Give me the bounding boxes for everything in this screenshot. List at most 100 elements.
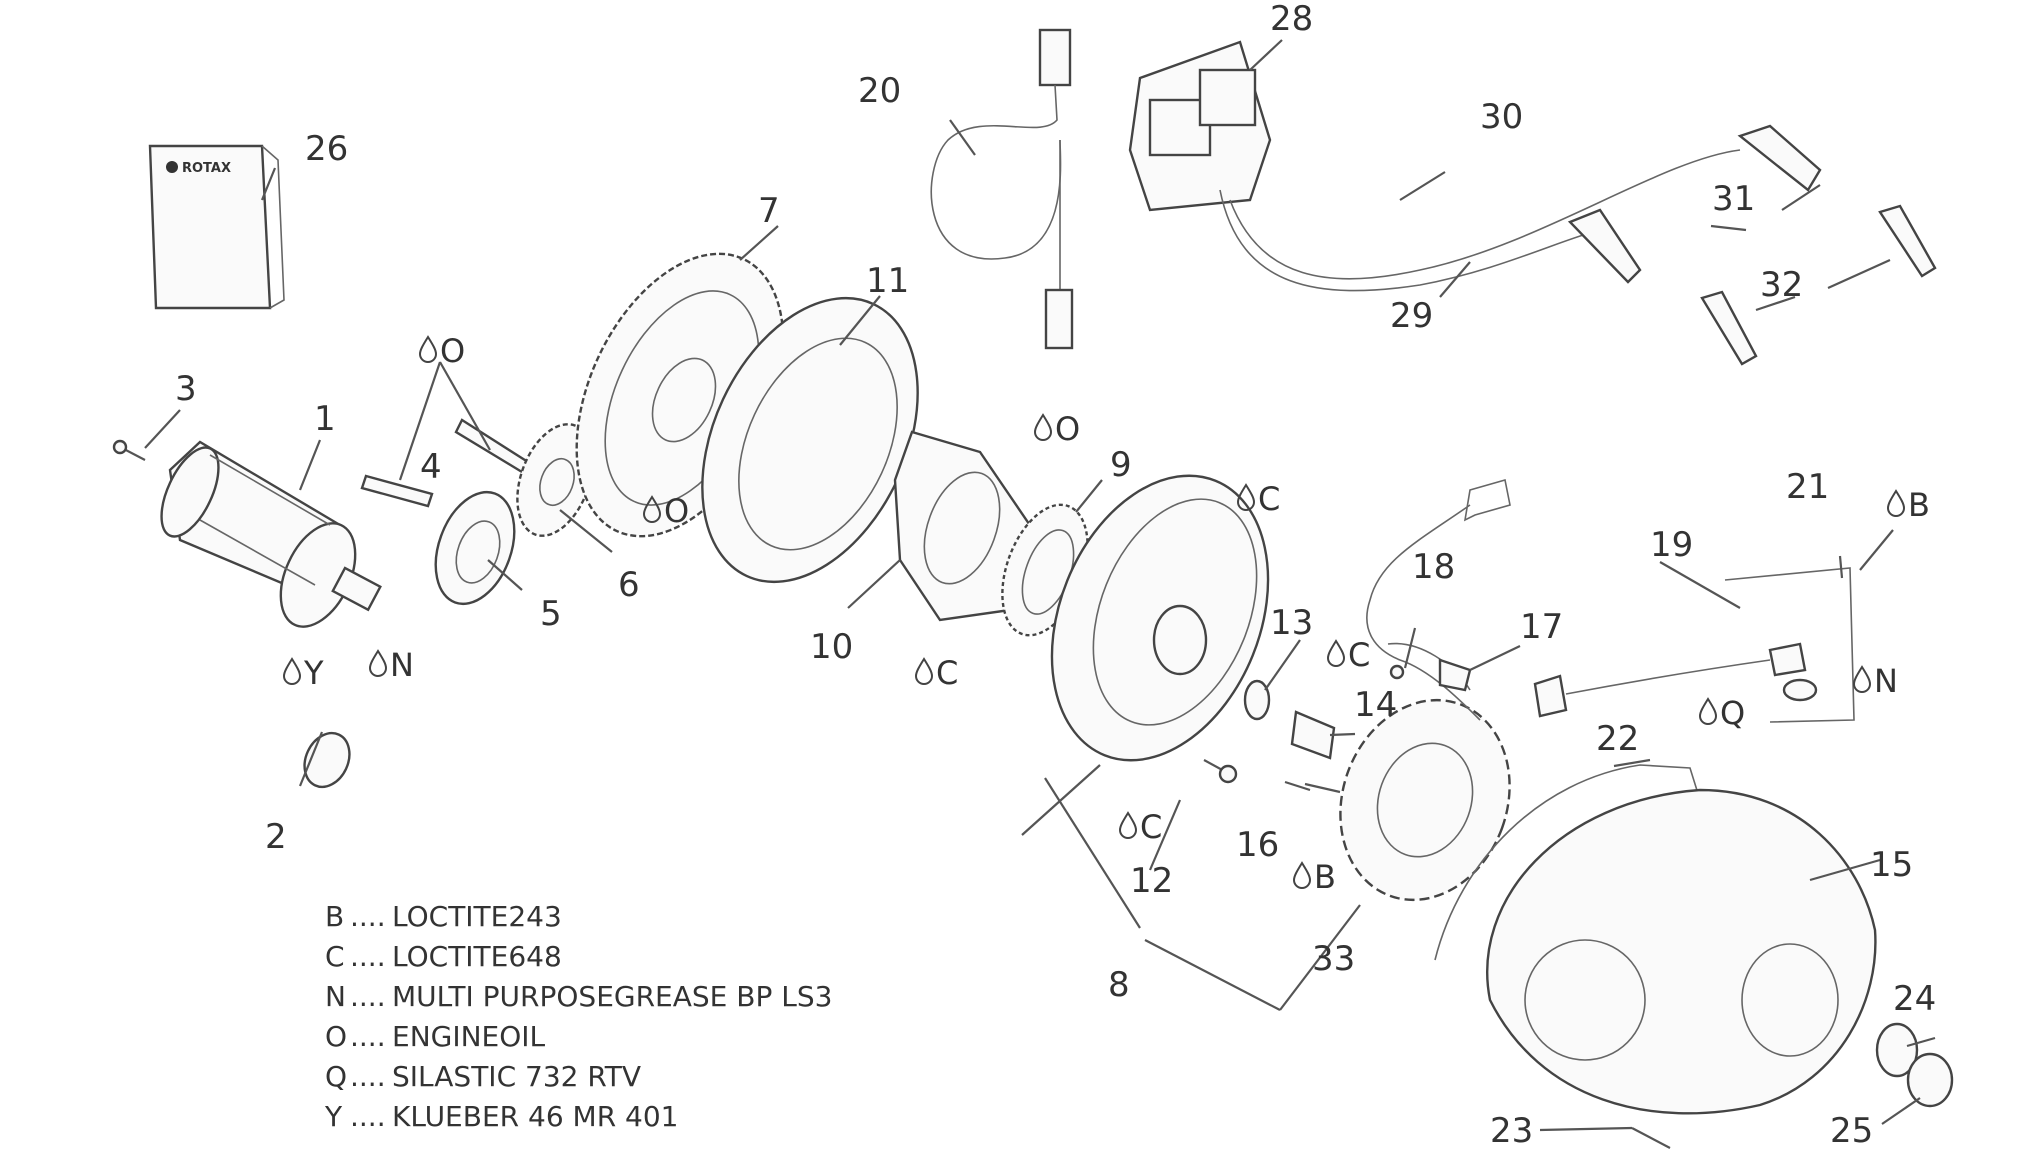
legend-code: N [325,980,346,1013]
drop-icon [1853,666,1871,693]
lub-mark-c-14: C [1348,636,1370,674]
lub-mark-o-mid: O [664,492,689,530]
stator-wiring [1366,478,1511,721]
callout-23: 23 [1490,1111,1533,1151]
cover-screw [1631,1127,1671,1149]
drop-icon [1887,490,1905,517]
callout-28: 28 [1270,0,1313,39]
legend-separator: .... [350,1020,386,1053]
legend-text: LOCTITE243 [392,900,562,933]
lub-mark-c-12: C [1140,808,1162,846]
legend-separator: .... [350,980,386,1013]
callout-29: 29 [1390,296,1433,336]
stator-screw [1304,782,1341,794]
lub-mark-c-flywheel: C [1258,480,1280,518]
starter-o-ring [303,731,351,789]
flywheel-screw [1203,759,1238,784]
drop-icon [283,658,301,685]
lub-mark-c-hub: C [936,654,958,692]
legend-separator: .... [350,1100,386,1133]
ignition-leads [1219,124,1937,366]
callout-11: 11 [866,261,909,301]
callout-22: 22 [1596,719,1639,759]
lub-mark-b-16: B [1314,858,1336,896]
lub-mark-b-21: B [1908,486,1930,524]
cover-plug [1906,1052,1954,1108]
legend-separator: .... [350,900,386,933]
legend-row: Q .... SILASTIC 732 RTV [325,1060,641,1093]
legend-row: Y .... KLUEBER 46 MR 401 [324,1100,679,1133]
stator [1339,698,1511,902]
lub-mark-n-left: N [390,646,414,684]
sensor-screw [1838,555,1844,579]
manual-booklet: ROTAX [148,144,285,310]
callout-7: 7 [758,191,780,231]
legend-row: B .... LOCTITE243 [325,900,562,933]
callout-9: 9 [1110,445,1132,485]
drop-icon [369,650,387,677]
drop-icon [1034,414,1052,441]
legend-row: O .... ENGINEOIL [325,1020,546,1053]
lub-mark-o-right: O [1055,410,1080,448]
reduction-gear-small [434,490,516,606]
legend-separator: .... [350,1060,386,1093]
callout-2: 2 [265,817,287,857]
callout-20: 20 [858,71,901,111]
lub-mark-y: Y [303,654,324,692]
legend-code: O [325,1020,347,1053]
callout-8: 8 [1108,965,1130,1005]
lubricant-legend: B .... LOCTITE243 C .... LOCTITE648 N ..… [324,900,832,1133]
booklet-brand: ROTAX [182,161,231,176]
legend-separator: .... [350,940,386,973]
starter-screw [112,439,146,461]
callout-32: 32 [1760,265,1803,305]
cover-o-ring [1875,1022,1919,1078]
generator-cover [1434,764,1877,1115]
callout-5: 5 [540,594,562,634]
callout-21: 21 [1786,467,1829,507]
callout-24: 24 [1893,979,1936,1019]
callout-15: 15 [1870,845,1913,885]
hub-plate [893,430,1042,622]
pickup-sensor [1533,567,1855,723]
callout-13: 13 [1270,603,1313,643]
legend-code: B [325,900,344,933]
flywheel-nut [1290,710,1336,760]
legend-row: C .... LOCTITE648 [325,940,562,973]
drop-icon [1327,640,1345,667]
flywheel-rotor [1050,474,1270,762]
callout-25: 25 [1830,1111,1873,1151]
drop-icon [1699,698,1717,725]
ignition-coil [1128,40,1272,212]
legend-row: N .... MULTI PURPOSEGREASE BP LS3 [325,980,832,1013]
legend-text: ENGINEOIL [392,1020,546,1053]
drop-icon [419,336,437,363]
callout-26: 26 [305,129,348,169]
callout-3: 3 [175,369,197,409]
callout-numbers: 1 2 3 4 5 6 7 8 9 10 11 12 13 14 15 16 1… [175,0,1936,1151]
drop-icon [915,658,933,685]
legend-text: LOCTITE648 [392,940,562,973]
callout-10: 10 [810,627,853,667]
drop-icon [1293,862,1311,889]
legend-code: Q [325,1060,347,1093]
reduction-gear [516,423,594,537]
callout-31: 31 [1712,179,1755,219]
callout-18: 18 [1412,547,1455,587]
callout-19: 19 [1650,525,1693,565]
lub-mark-n-right: N [1874,662,1898,700]
callout-17: 17 [1520,607,1563,647]
callout-6: 6 [618,565,640,605]
drop-icon [1119,812,1137,839]
legend-code: C [325,940,345,973]
legend-code: Y [324,1100,343,1133]
lubricant-marks: O O O Y N N C C C C B B Q [283,332,1930,896]
lub-mark-o-top: O [440,332,465,370]
callout-33: 33 [1312,939,1355,979]
callout-1: 1 [314,399,336,439]
legend-text: SILASTIC 732 RTV [392,1060,641,1093]
callout-12: 12 [1130,861,1173,901]
sensor-cable [930,28,1074,350]
callout-4: 4 [420,447,442,487]
